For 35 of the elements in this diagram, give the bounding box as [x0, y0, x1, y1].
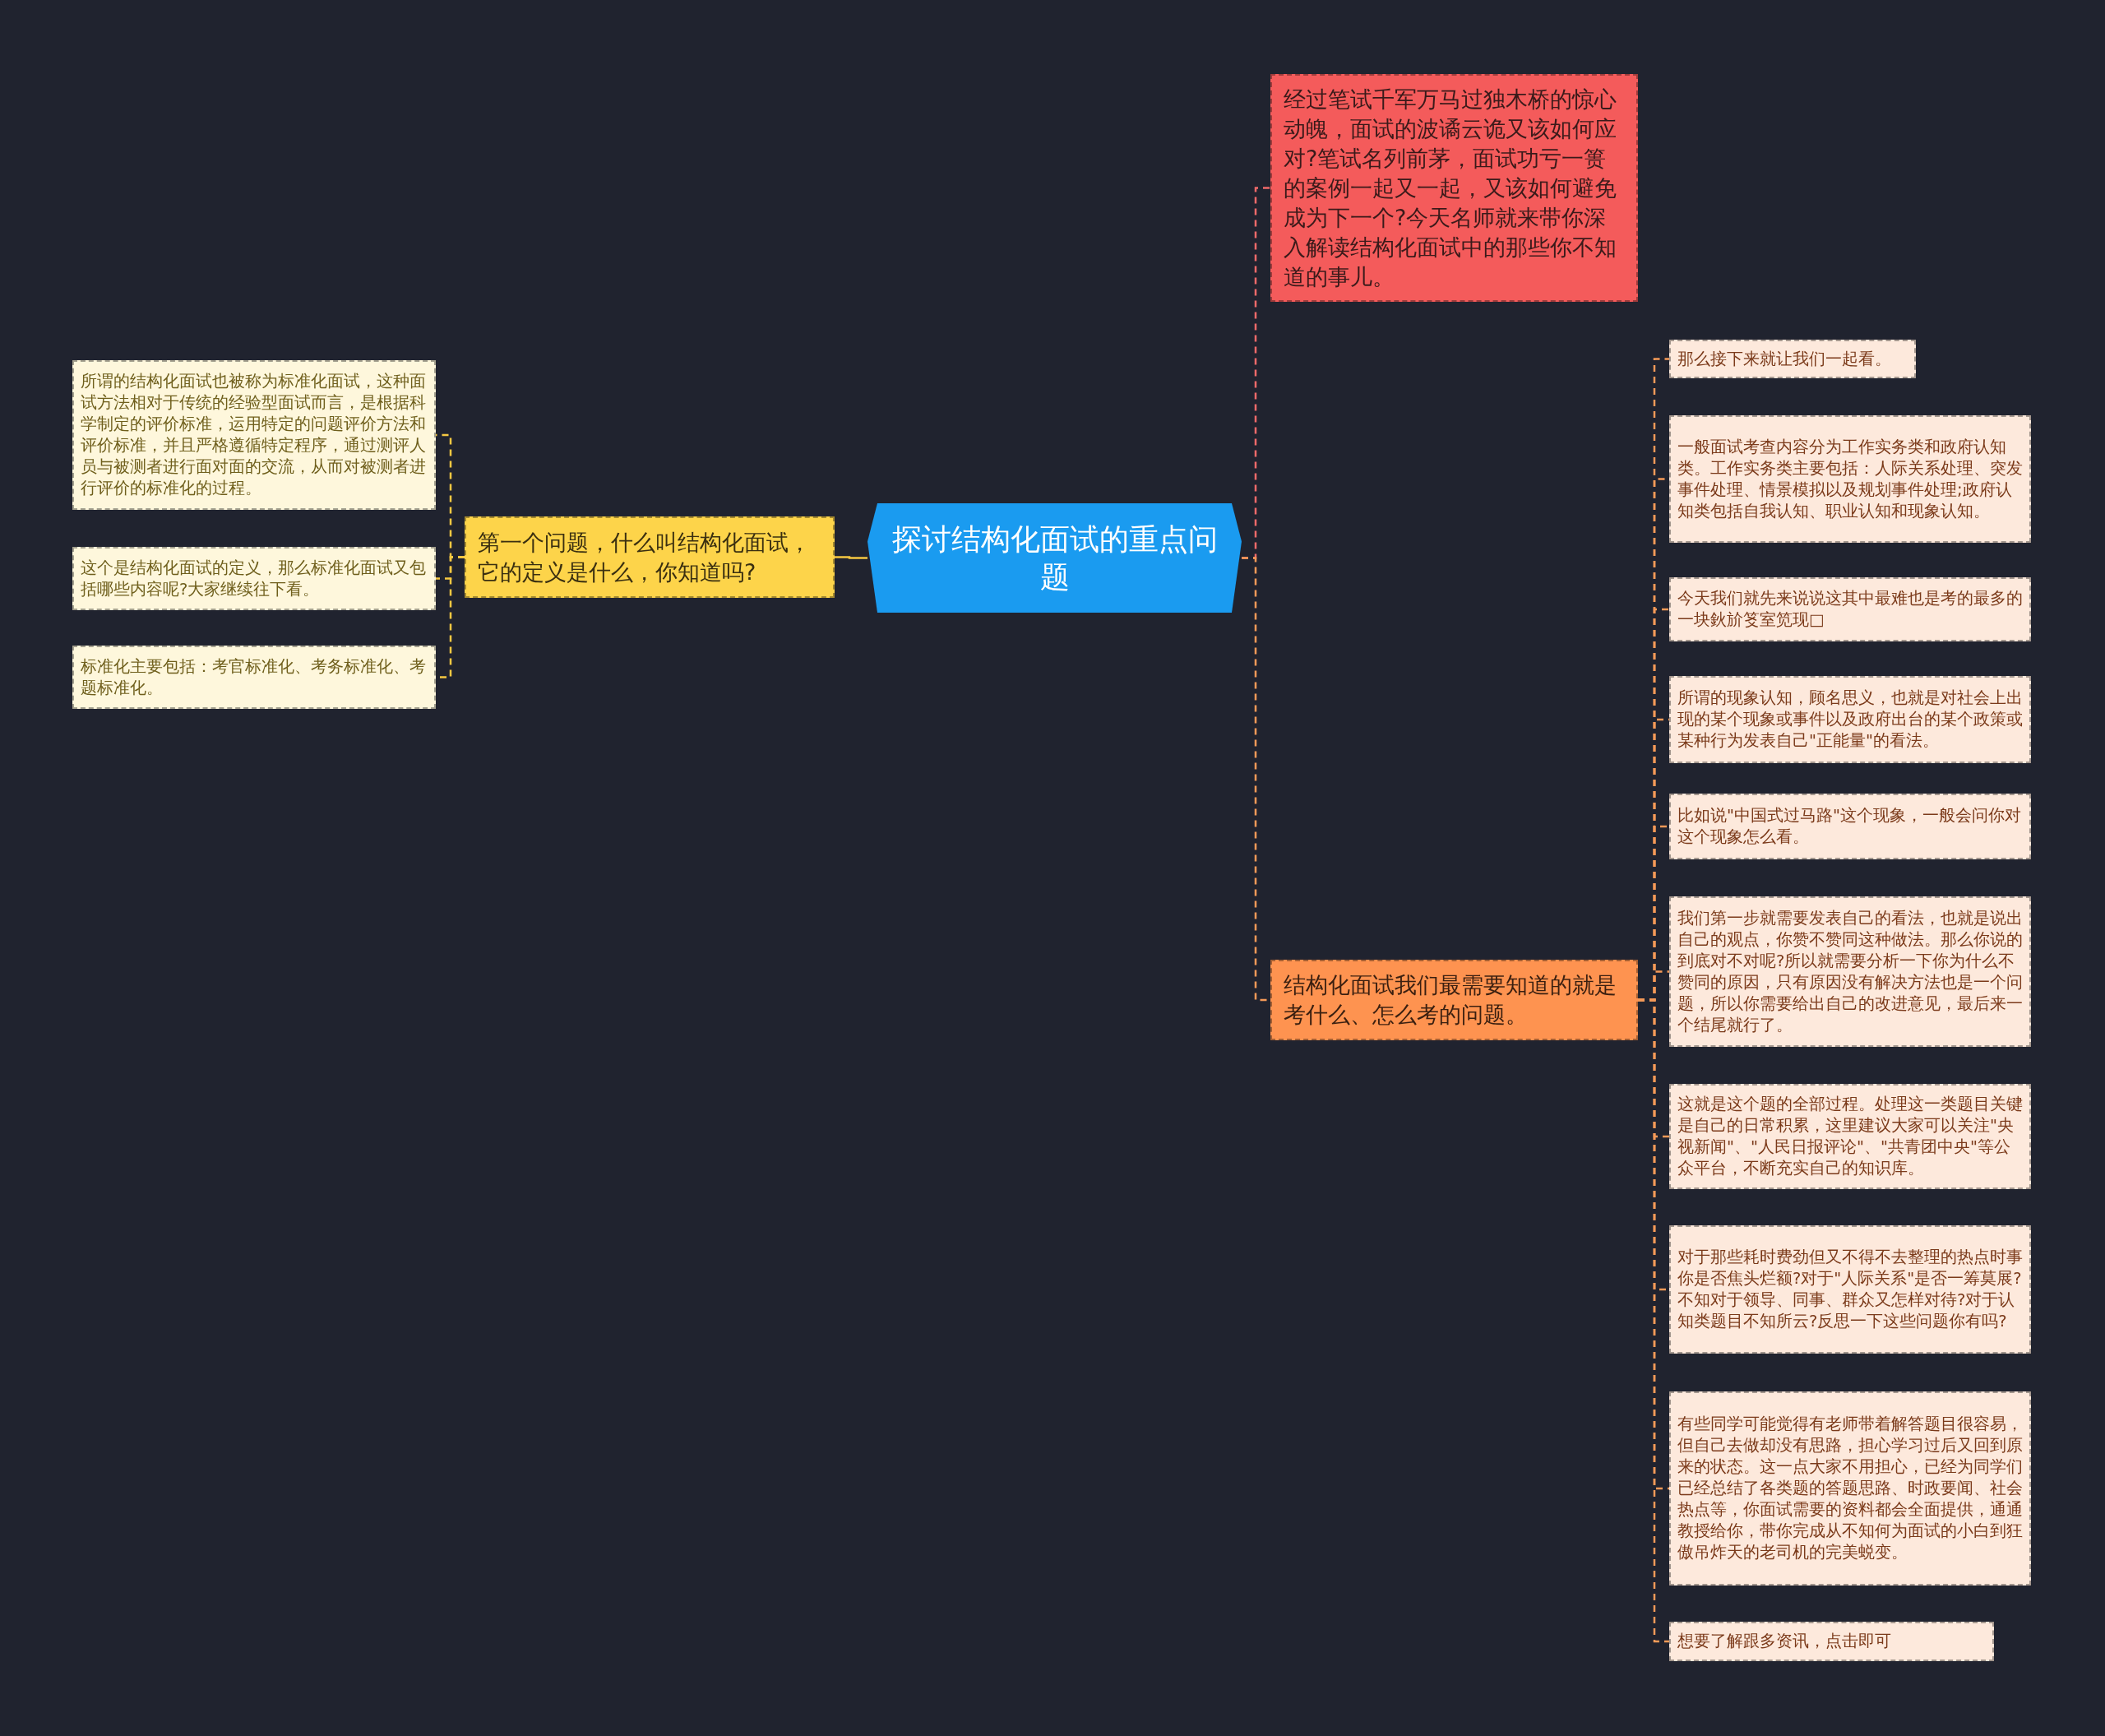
node-text: 探讨结构化面试的重点问题: [891, 521, 1219, 595]
connector-line: [835, 556, 867, 559]
node-text: 比如说"中国式过马路"这个现象，一般会问你对这个现象怎么看。: [1677, 805, 2022, 848]
node-text: 经过笔试千军万马过独木桥的惊心动魄，面试的波谲云诡又该如何应对?笔试名列前茅，面试功亏一篑的案例一起又一起，又该如何避免成为下一个?今天名师就来带你深入解读结构化面试中的那些你不知道的事儿。: [1284, 85, 1617, 291]
node-text: 我们第一步就需要发表自己的看法，也就是说出自己的观点，你赞不赞同这种做法。那么你说的到底对不对呢?所以就需要分析一下你为什么不赞同的原因，只有原因没有解决方法也是一个问题，所以你需要给出自己的改进意见，最后来一个结尾就行了。: [1677, 907, 2023, 1036]
central-topic: [867, 503, 1242, 613]
note-box: [1669, 794, 2031, 859]
node-text: 标准化主要包括：考官标准化、考务标准化、考题标准化。: [81, 655, 427, 699]
node-text: 今天我们就先来说说这其中最难也是考的最多的一块鈥斺笅室笕现□: [1677, 588, 2023, 631]
node-text: 那么接下来就让我们一起看。: [1677, 348, 1891, 370]
node-text: 一般面试考查内容分为工作实务类和政府认知类。工作实务类主要包括：人际关系处理、突发事件处理、情景模拟以及规划事件处理;政府认知类包括自我认知、职业认知和现象认知。: [1677, 436, 2023, 522]
node-text: 有些同学可能觉得有老师带着解答题目很容易，但自己去做却没有思路，担心学习过后又回到原来的状态。这一点大家不用担心，已经为同学们已经总结了各类题的答题思路、时政要闻、社会热点等，你面试需要的资料都会全面提供，通通教授给你，带你完成从不知何为面试的小白到狂傲吊炸天的老司机的完美蜕变。: [1677, 1414, 2023, 1563]
intro-box: [1270, 74, 1638, 302]
note-box: [1669, 577, 2031, 641]
node-text: 对于那些耗时费劲但又不得不去整理的热点时事你是否焦头烂额?对于"人际关系"是否一筹莫展?不知对于领导、同事、群众又怎样对待?对于认知类题目不知所云?反思一下这些问题你有吗?: [1677, 1247, 2023, 1332]
node-text: 结构化面试我们最需要知道的就是考什么、怎么考的问题。: [1284, 971, 1617, 1029]
note-box: [1669, 340, 1916, 378]
note-box: [1669, 1622, 1994, 1661]
note-box: [1669, 896, 2031, 1047]
note-box: [1669, 1391, 2031, 1586]
note-box: [1669, 415, 2031, 543]
node-text: 所谓的结构化面试也被称为标准化面试，这种面试方法相对于传统的经验型面试而言，是根据科学制定的评价标准，运用特定的问题评价方法和评价标准，并且严格遵循特定程序，通过测评人员与被测者进行面对面的交流，从而对被测者进行评价的标准化的过程。: [81, 371, 427, 499]
note-box: [72, 646, 436, 709]
node-text: 这就是这个题的全部过程。处理这一类题目关键是自己的日常积累，这里建议大家可以关注"央视新闻"、"人民日报评论"、"共青团中央"等公众平台，不断充实自己的知识库。: [1677, 1094, 2023, 1179]
note-box: [72, 360, 436, 510]
node-text: 这个是结构化面试的定义，那么标准化面试又包括哪些内容呢?大家继续往下看。: [81, 557, 427, 600]
topic-box: [1270, 960, 1638, 1040]
node-text: 想要了解跟多资讯，点击即可: [1677, 1631, 1891, 1652]
topic-box: [465, 516, 835, 598]
note-box: [1669, 1225, 2031, 1354]
note-box: [72, 547, 436, 610]
note-box: [1669, 1084, 2031, 1189]
note-box: [1669, 676, 2031, 763]
node-text: 第一个问题，什么叫结构化面试，它的定义是什么，你知道吗?: [478, 528, 812, 586]
node-text: 所谓的现象认知，顾名思义，也就是对社会上出现的某个现象或事件以及政府出台的某个政策或某种行为发表自己"正能量"的看法。: [1677, 687, 2023, 752]
